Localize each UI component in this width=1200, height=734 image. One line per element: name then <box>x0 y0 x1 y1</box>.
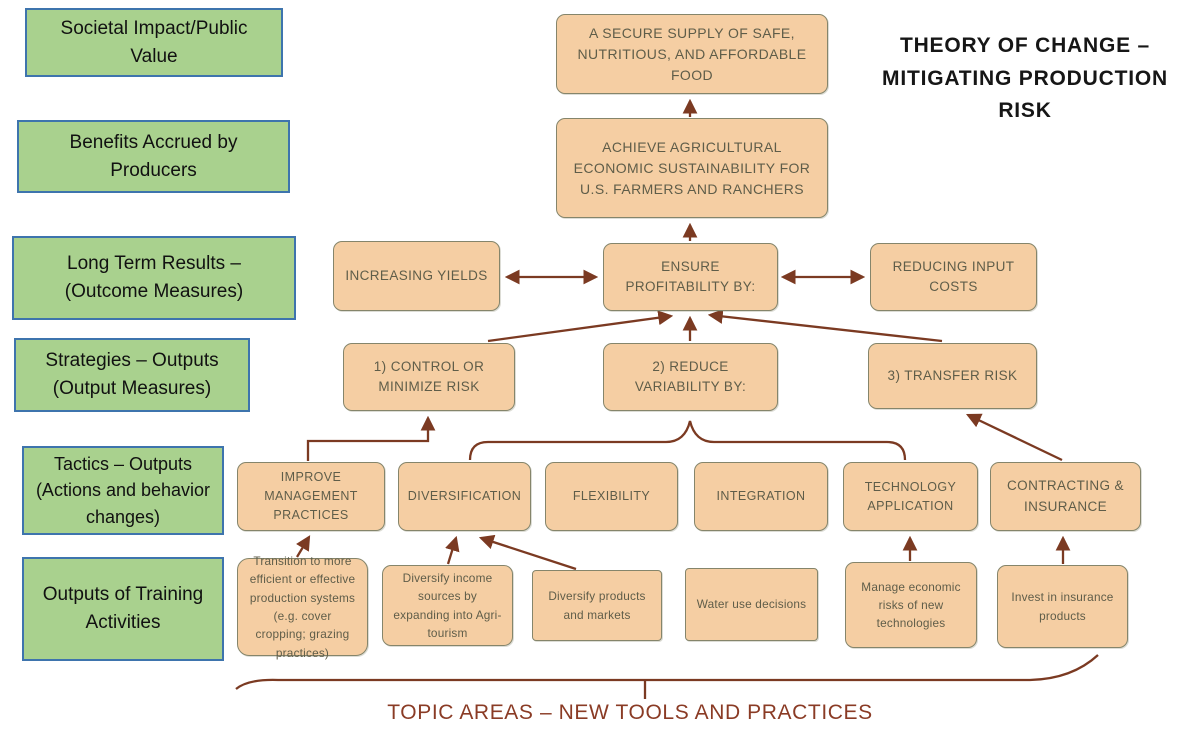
outcome-box-ensure-profitability: ENSURE PROFITABILITY BY: <box>603 243 778 311</box>
strategy-box-reduce-variability: 2) REDUCE VARIABILITY BY: <box>603 343 778 411</box>
output-box-transition-production-systems: Transition to more efficient or effectiv… <box>237 554 368 660</box>
topic-areas-caption: TOPIC AREAS – NEW TOOLS AND PRACTICES <box>387 701 873 724</box>
level-box-societal-impact: Societal Impact/Public Value <box>25 8 283 77</box>
tactic-label: TECHNOLOGY APPLICATION <box>864 479 957 513</box>
level-box-long-term-results: Long Term Results – (Outcome Measures) <box>12 236 296 320</box>
output-box-invest-insurance: Invest in insurance products <box>997 565 1128 648</box>
tactic-label: CONTRACTING & INSURANCE <box>1007 478 1124 514</box>
level-label: Long Term Results – (Outcome Measures) <box>64 253 244 302</box>
output-label: Diversify income sources by expanding in… <box>393 570 502 640</box>
strategy-box-control-minimize-risk: 1) CONTROL OR MINIMIZE RISK <box>343 343 515 411</box>
level-box-strategies-outputs: Strategies – Outputs (Output Measures) <box>14 338 250 412</box>
goal-label: A SECURE SUPPLY OF SAFE, NUTRITIOUS, AND… <box>577 24 807 83</box>
level-label: Tactics – Outputs (Actions and behavior … <box>35 454 211 527</box>
tactic-box-integration: INTEGRATION <box>694 462 828 531</box>
output-label: Diversify products and markets <box>548 589 646 622</box>
level-label: Outputs of Training Activities <box>42 584 204 633</box>
level-box-tactics-outputs: Tactics – Outputs (Actions and behavior … <box>22 446 224 535</box>
mission-box: ACHIEVE AGRICULTURAL ECONOMIC SUSTAINABI… <box>556 118 828 218</box>
level-box-training-outputs: Outputs of Training Activities <box>22 557 224 661</box>
outcome-box-reducing-input-costs: REDUCING INPUT COSTS <box>870 243 1037 311</box>
output-box-diversify-products: Diversify products and markets <box>532 570 662 641</box>
outcome-label: ENSURE PROFITABILITY BY: <box>625 258 756 294</box>
outcome-label: INCREASING YIELDS <box>345 267 488 283</box>
goal-box: A SECURE SUPPLY OF SAFE, NUTRITIOUS, AND… <box>556 14 828 94</box>
tactic-box-improve-management: IMPROVE MANAGEMENT PRACTICES <box>237 462 385 531</box>
output-label: Water use decisions <box>696 597 807 612</box>
mission-label: ACHIEVE AGRICULTURAL ECONOMIC SUSTAINABI… <box>573 138 811 197</box>
tactic-label: DIVERSIFICATION <box>407 489 522 504</box>
output-box-diversify-income: Diversify income sources by expanding in… <box>382 565 513 646</box>
tactic-label: IMPROVE MANAGEMENT PRACTICES <box>264 470 358 522</box>
outcome-label: REDUCING INPUT COSTS <box>892 258 1015 294</box>
strategy-label: 2) REDUCE VARIABILITY BY: <box>634 358 747 394</box>
level-label: Societal Impact/Public Value <box>60 17 248 67</box>
strategy-label: 3) TRANSFER RISK <box>887 367 1018 383</box>
outcome-box-increasing-yields: INCREASING YIELDS <box>333 241 500 311</box>
output-label: Transition to more efficient or effectiv… <box>249 554 356 660</box>
level-label: Benefits Accrued by Producers <box>69 131 238 181</box>
output-box-manage-economic-risks: Manage economic risks of new technologie… <box>845 562 977 648</box>
level-label: Strategies – Outputs (Output Measures) <box>45 350 219 399</box>
level-box-benefits-producers: Benefits Accrued by Producers <box>17 120 290 193</box>
tactic-box-flexibility: FLEXIBILITY <box>545 462 678 531</box>
tactic-label: FLEXIBILITY <box>572 489 651 504</box>
page-title: THEORY OF CHANGE – MITIGATING PRODUCTION… <box>882 34 1168 123</box>
output-box-water-use-decisions: Water use decisions <box>685 568 818 641</box>
output-label: Manage economic risks of new technologie… <box>861 579 961 631</box>
tactic-box-diversification: DIVERSIFICATION <box>398 462 531 531</box>
output-label: Invest in insurance products <box>1011 590 1114 623</box>
strategy-box-transfer-risk: 3) TRANSFER RISK <box>868 343 1037 409</box>
strategy-label: 1) CONTROL OR MINIMIZE RISK <box>373 358 485 394</box>
tactic-box-contracting-insurance: CONTRACTING & INSURANCE <box>990 462 1141 531</box>
tactic-box-technology-application: TECHNOLOGY APPLICATION <box>843 462 978 531</box>
tactic-label: INTEGRATION <box>716 489 806 504</box>
